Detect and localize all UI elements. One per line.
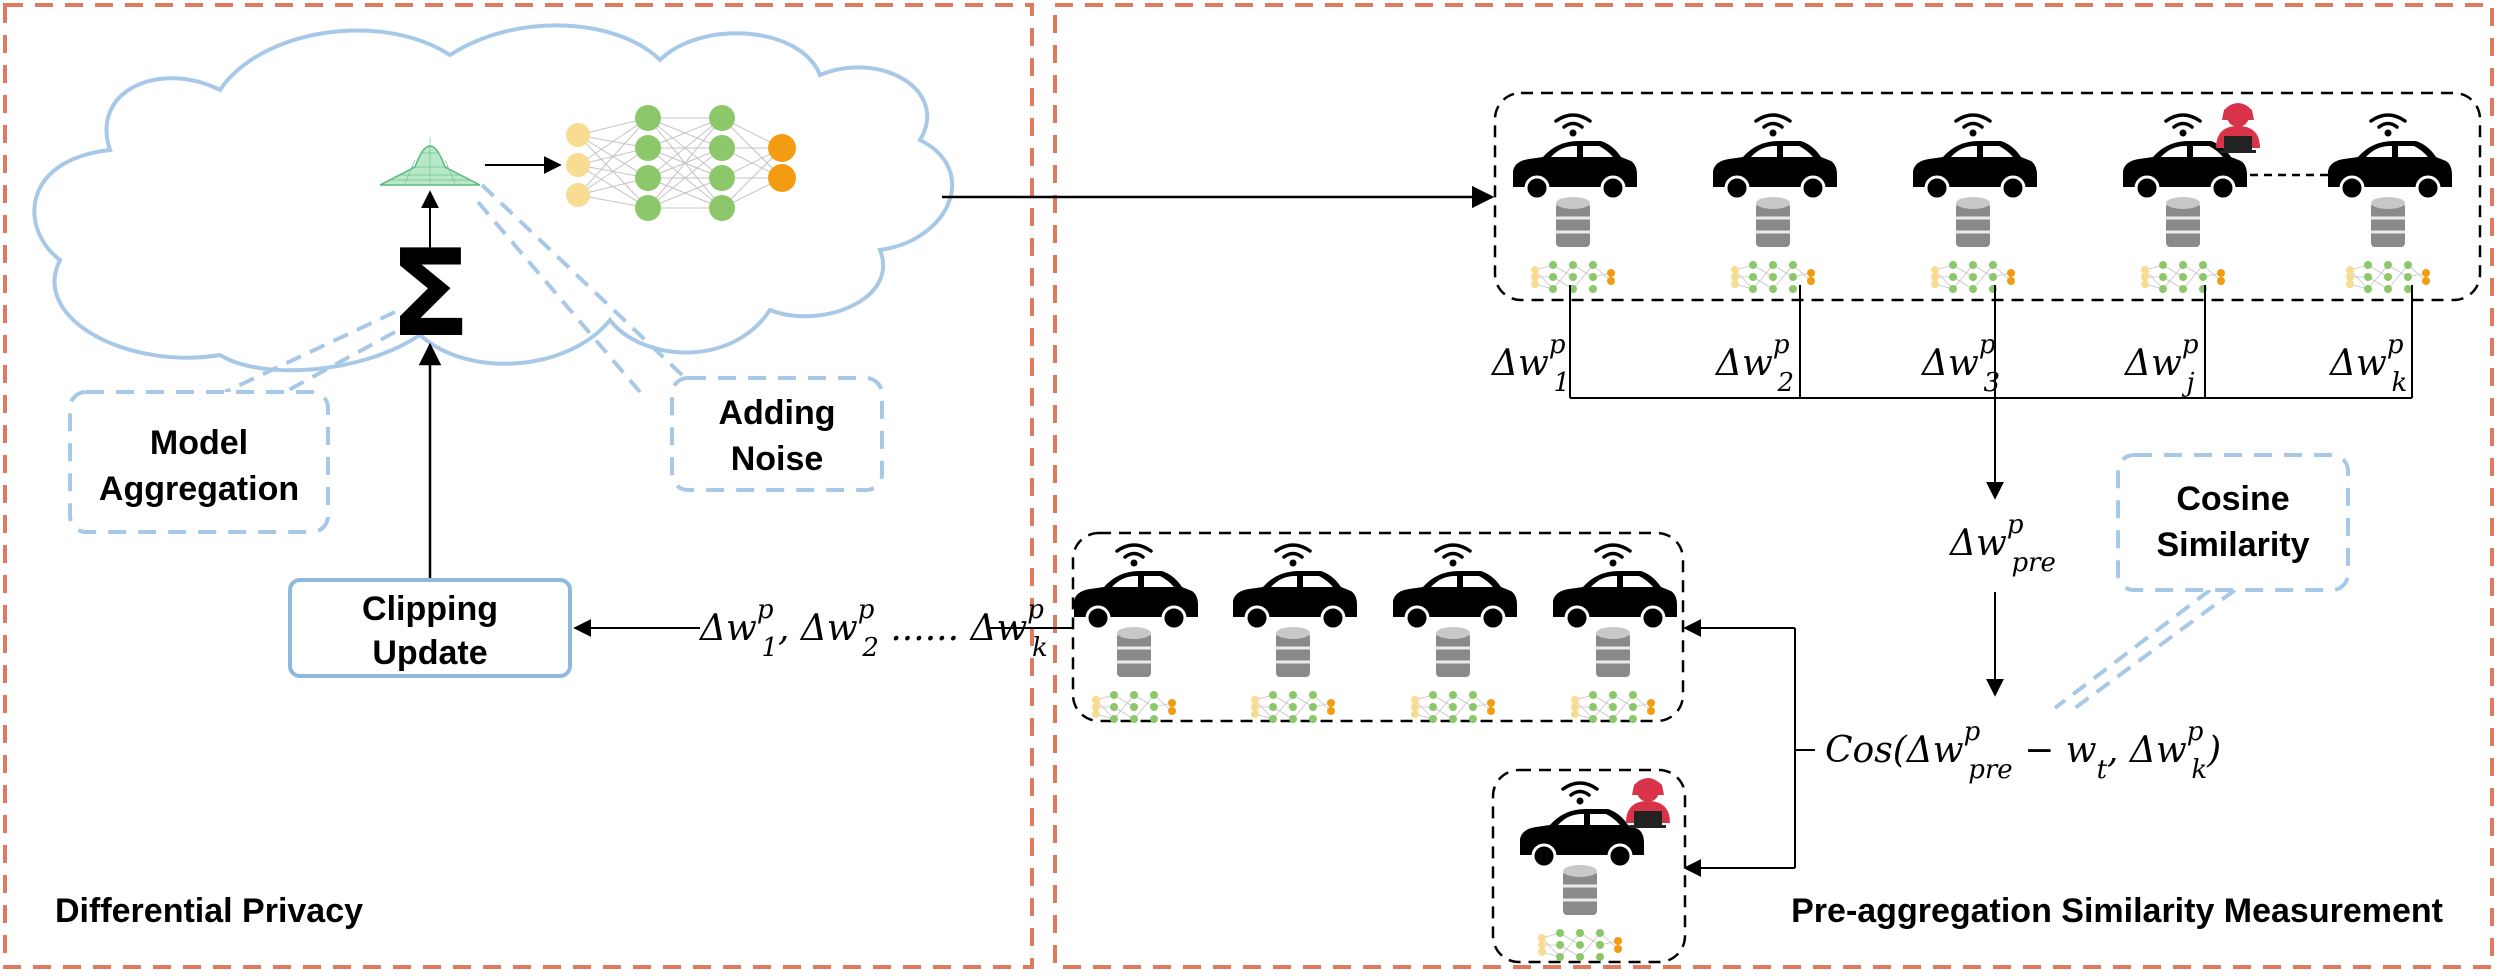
vehicle-client-d <box>1553 545 1677 723</box>
model-aggregation-label-2: Aggregation <box>99 470 299 508</box>
model-aggregation-callout <box>68 390 330 534</box>
neural-net-icon <box>566 105 796 221</box>
vehicle-client-3 <box>1913 115 2037 293</box>
adding-noise-callout <box>670 376 884 492</box>
attacker-icon-bottom <box>1626 778 1670 828</box>
vehicle-client-a <box>1074 545 1198 723</box>
differential-privacy-panel <box>3 3 1034 969</box>
panel-title-differential-privacy: Differential Privacy <box>55 892 363 930</box>
cosine-similarity-label-1: Cosine <box>2176 480 2289 518</box>
client-group-malicious <box>1491 768 1687 964</box>
model-aggregation-label-1: Model <box>150 424 248 462</box>
attacker-icon <box>2216 103 2260 153</box>
cloud-icon <box>32 23 954 373</box>
vehicle-client-c <box>1393 545 1517 723</box>
panel-title-similarity: Pre-aggregation Similarity Measurement <box>1791 892 2443 930</box>
vehicle-client-2 <box>1713 115 1837 293</box>
gaussian-noise-icon <box>379 137 481 186</box>
vehicle-client-malicious <box>1520 783 1644 961</box>
adding-noise-label-2: Noise <box>731 440 824 478</box>
clipping-update-label-2: Update <box>372 634 487 672</box>
cosine-similarity-label-2: Similarity <box>2156 526 2309 564</box>
vehicle-client-1 <box>1513 115 1637 293</box>
cosine-similarity-callout <box>2116 453 2350 592</box>
clipping-update-label-1: Clipping <box>362 590 498 628</box>
vehicle-client-k <box>2328 115 2452 293</box>
adding-noise-label-1: Adding <box>718 394 835 432</box>
vehicle-client-b <box>1233 545 1357 723</box>
clipping-update-box <box>288 578 572 678</box>
client-group-top <box>1493 91 2482 302</box>
